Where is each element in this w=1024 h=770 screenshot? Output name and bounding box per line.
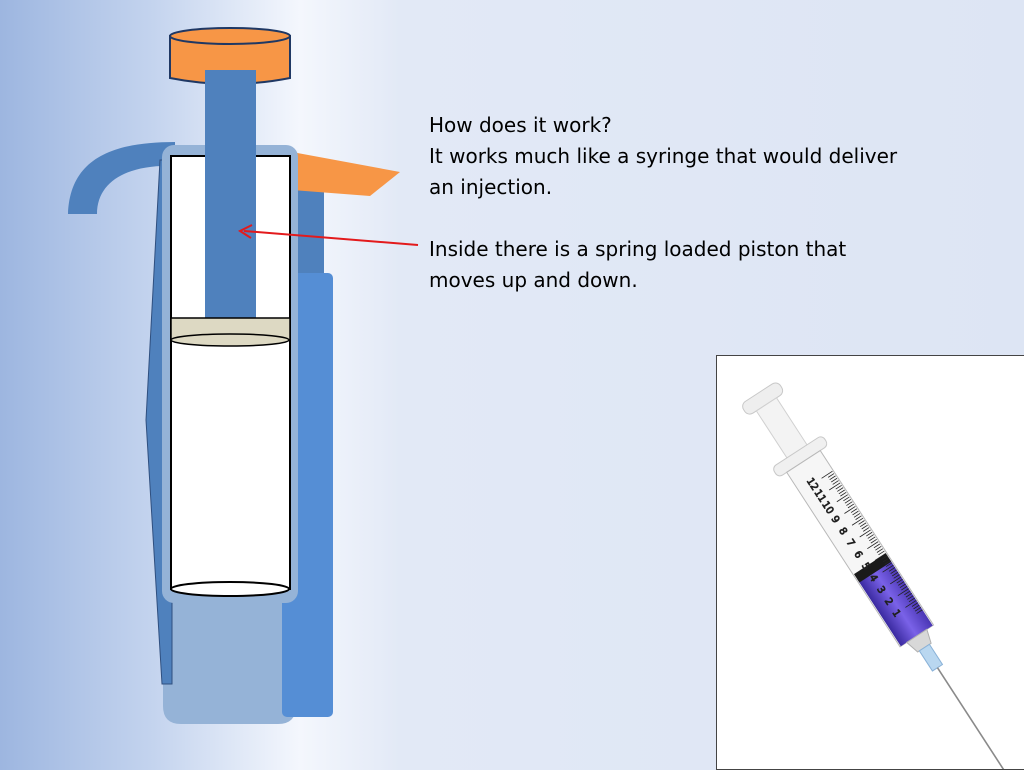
scale-minor-tick [852,510,859,516]
scale-minor-tick [913,604,920,610]
scale-major-tick [897,588,909,597]
scale-major-tick [882,564,894,573]
slide-text: How does it work? It works much like a s… [429,110,929,296]
scale-major-tick [828,482,841,491]
scale-major-tick [889,576,902,585]
question-heading: How does it work? [429,113,612,137]
explanation-line-4: moves up and down. [429,268,638,292]
scale-major-tick [836,494,848,503]
scale-minor-tick [914,607,922,612]
piston-seal-rim [170,333,290,347]
syringe-rubber-stopper [853,553,892,583]
side-tube-upper [296,178,324,278]
pointer-arrow [243,230,419,246]
finger-hook [68,142,175,214]
scale-minor-tick [855,515,862,520]
piston-rod [205,70,256,322]
scale-minor-tick [827,473,835,478]
scale-minor-tick [896,578,903,584]
scale-minor-tick [893,574,900,579]
pointer-arrow-head [237,224,253,239]
orange-lever [292,152,400,196]
syringe-tip [905,628,932,653]
scale-minor-tick [846,501,853,506]
scale-minor-tick [899,583,906,589]
scale-major-tick [821,470,833,479]
scale-minor-tick [905,592,913,598]
scale-minor-tick [908,597,916,603]
scale-minor-tick [830,477,838,483]
scale-minor-tick [840,491,847,497]
scale-minor-tick [884,560,891,565]
scale-minor-tick [898,581,905,586]
scale-minor-tick [843,496,850,502]
barrel-bottom-rim [170,581,290,597]
plunger-cap-top [169,27,291,45]
explanation-line-2: an injection. [429,175,553,199]
scale-minor-tick [867,534,874,539]
scale-major-tick [905,600,917,608]
scale-minor-tick [866,531,873,537]
scale-minor-tick [832,480,839,485]
scale-minor-tick [838,489,845,495]
scale-minor-tick [876,548,884,553]
syringe-liquid [857,558,933,647]
scale-minor-tick [881,555,888,560]
scale-minor-tick [888,567,896,572]
scale-major-tick [874,553,887,561]
explanation-line-3: Inside there is a spring loaded piston t… [429,237,847,261]
explanation-line-1: It works much like a syringe that would … [429,144,898,168]
scale-minor-tick [847,503,855,509]
scale-minor-tick [869,536,876,542]
scale-minor-tick [882,557,890,563]
syringe-needle [936,667,1010,769]
scale-major-tick [867,541,879,550]
scale-major-tick [851,517,864,526]
scale-major-tick [859,529,871,538]
scale-minor-tick [901,585,908,591]
scale-minor-tick [829,475,836,481]
scale-minor-tick [911,602,919,607]
scale-minor-tick [858,520,865,525]
scale-minor-tick [875,546,882,551]
scale-minor-tick [873,543,880,549]
scale-minor-tick [859,522,867,528]
scale-minor-tick [837,487,844,492]
scale-minor-tick [862,527,870,532]
needle-hub [918,643,944,672]
scale-minor-tick [835,484,842,490]
scale-minor-tick [870,538,877,544]
scale-minor-tick [907,595,914,600]
pipette-diagram [68,27,419,724]
scale-minor-tick [861,524,868,530]
scale-minor-tick [916,609,923,614]
scale-minor-tick [850,508,858,513]
scale-minor-tick [844,499,852,504]
scale-minor-tick [904,590,911,596]
scale-minor-tick [885,562,893,567]
scale-minor-tick [853,513,861,518]
scale-minor-tick [890,569,897,574]
scale-minor-tick [891,571,899,577]
scale-minor-tick [878,550,885,556]
scale-major-tick [844,506,856,514]
plunger-rod-top [205,70,256,90]
